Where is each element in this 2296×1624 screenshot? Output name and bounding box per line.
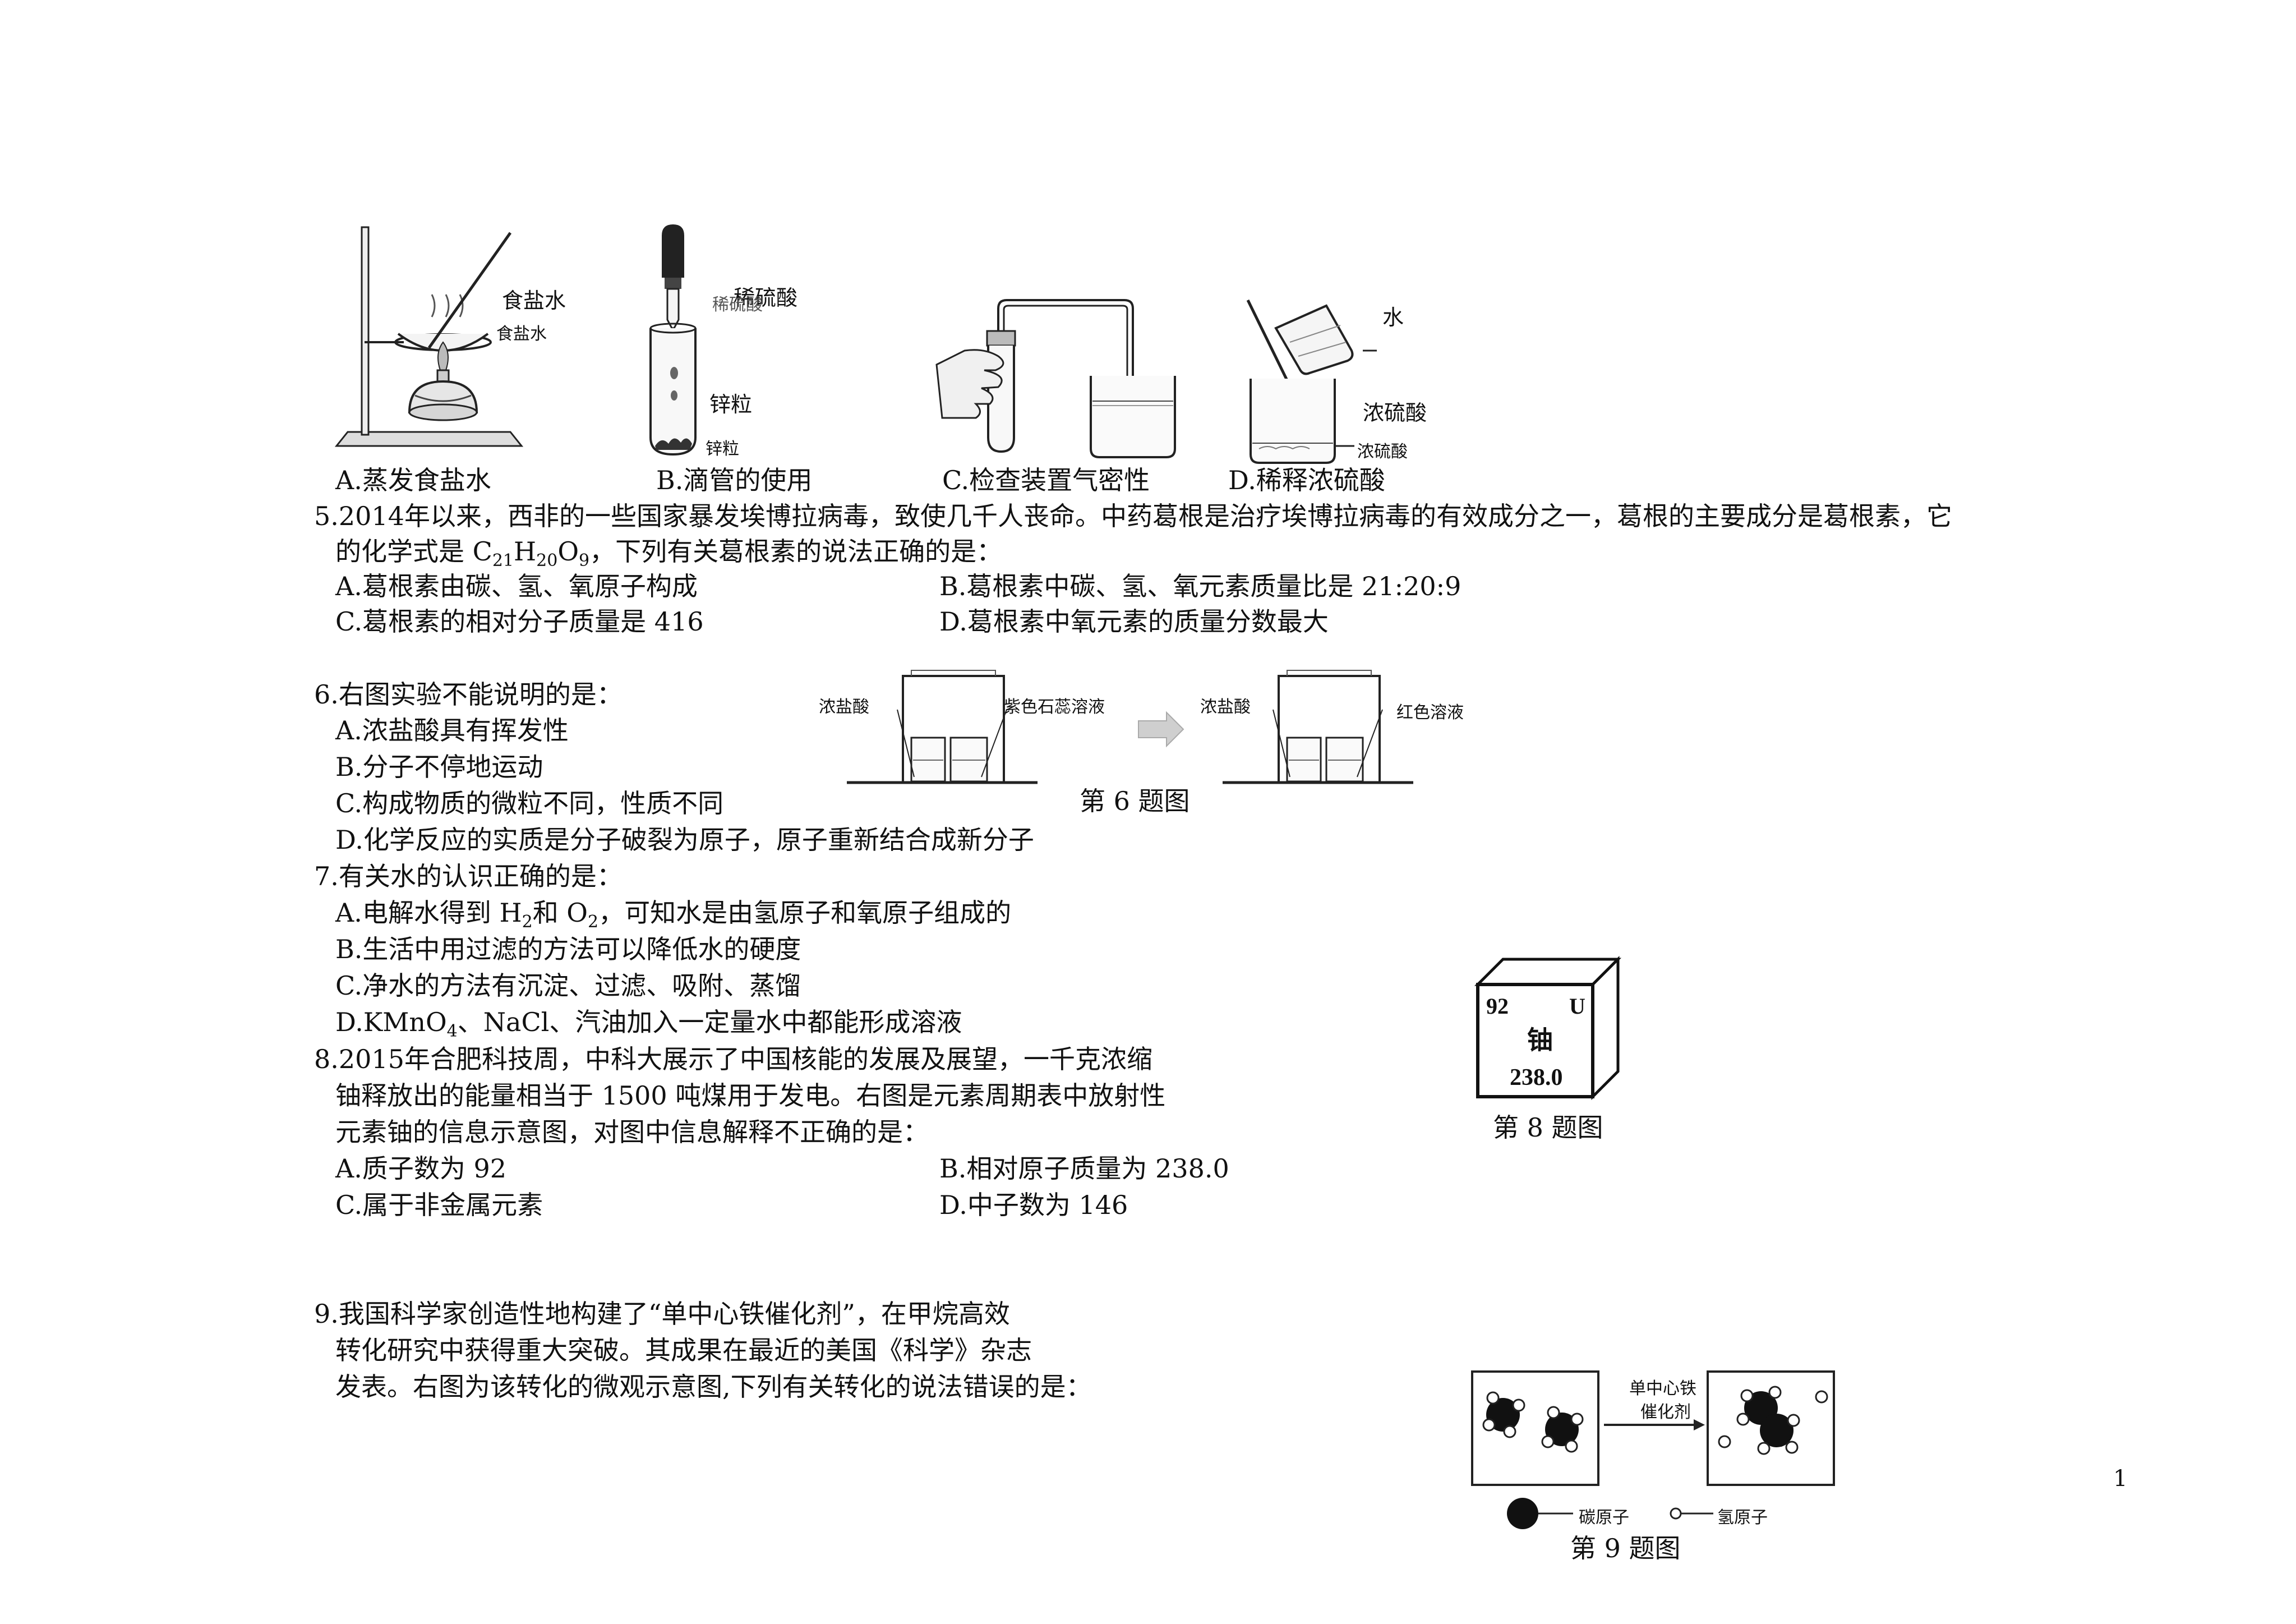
q9-legend-carbon: 碳原子 bbox=[1579, 1508, 1629, 1528]
apparatus-c-airtightness bbox=[935, 299, 1176, 458]
q9-stem-line3: 发表。右图为该转化的微观示意图,下列有关转化的说法错误的是： bbox=[335, 1372, 1092, 1402]
element-name: 铀 bbox=[1527, 1025, 1553, 1055]
q6-fig-left-solution: 紫色石蕊溶液 bbox=[1004, 697, 1105, 717]
q8-option-a: A.质子数为 92 bbox=[335, 1153, 506, 1184]
q6-stem: 6.右图实验不能说明的是： bbox=[314, 679, 623, 710]
q8-option-b: B.相对原子质量为 238.0 bbox=[939, 1153, 1229, 1184]
apparatus-b-label-2: 稀硫酸 bbox=[712, 295, 763, 315]
q6-fig-left-acid: 浓盐酸 bbox=[819, 697, 869, 717]
element-symbol: U bbox=[1569, 993, 1585, 1019]
q6-option-b: B.分子不停地运动 bbox=[335, 752, 543, 782]
q8-option-d: D.中子数为 146 bbox=[939, 1190, 1128, 1220]
q9-figure bbox=[1471, 1370, 1835, 1529]
apparatus-a-evaporation bbox=[334, 226, 524, 447]
q7-option-c: C.净水的方法有沉淀、过滤、吸附、蒸馏 bbox=[335, 970, 801, 1001]
caption-b: B.滴管的使用 bbox=[656, 465, 813, 495]
apparatus-d-label-2: 浓硫酸 bbox=[1363, 401, 1427, 425]
caption-d: D.稀释浓硫酸 bbox=[1228, 465, 1385, 495]
apparatus-d-label-1: 水 bbox=[1382, 305, 1404, 330]
q7-option-a: A.电解水得到 H2和 O2，可知水是由氢原子和氧原子组成的 bbox=[335, 898, 1012, 932]
q6-option-c: C.构成物质的微粒不同，性质不同 bbox=[335, 788, 724, 818]
apparatus-b-dropper bbox=[649, 224, 697, 456]
q6-option-a: A.浓盐酸具有挥发性 bbox=[335, 715, 569, 746]
apparatus-d-label-3: 浓硫酸 bbox=[1357, 442, 1408, 462]
q9-figure-caption: 第 9 题图 bbox=[1570, 1533, 1681, 1563]
q8-stem-line1: 8.2015年合肥科技周，中科大展示了中国核能的发展及展望，一千克浓缩 bbox=[314, 1044, 1152, 1074]
page-number: 1 bbox=[2113, 1466, 2128, 1492]
q8-option-c: C.属于非金属元素 bbox=[335, 1190, 543, 1220]
q8-figure-caption: 第 8 题图 bbox=[1493, 1112, 1603, 1143]
q5-stem-line1: 5.2014年以来，西非的一些国家暴发埃博拉病毒，致使几千人丧命。中药葛根是治疗… bbox=[314, 501, 1952, 531]
apparatus-b-label-1: 稀硫酸 bbox=[734, 286, 798, 310]
q5-option-c: C.葛根素的相对分子质量是 416 bbox=[335, 606, 704, 637]
q7-option-d: D.KMnO4、NaCl、汽油加入一定量水中都能形成溶液 bbox=[335, 1007, 962, 1041]
q5-option-a: A.葛根素由碳、氢、氧原子构成 bbox=[335, 571, 698, 601]
q6-figure-caption: 第 6 题图 bbox=[1080, 786, 1190, 816]
q9-stem-line2: 转化研究中获得重大突破。其成果在最近的美国《科学》杂志 bbox=[335, 1335, 1032, 1365]
q6-fig-right-acid: 浓盐酸 bbox=[1200, 697, 1251, 717]
uranium-element-tile bbox=[1474, 955, 1622, 1101]
q5-option-b: B.葛根素中碳、氢、氧元素质量比是 21:20:9 bbox=[939, 571, 1461, 601]
element-atomic-mass: 238.0 bbox=[1510, 1065, 1563, 1091]
q6-fig-right-solution: 红色溶液 bbox=[1396, 703, 1464, 723]
apparatus-b-label-3: 锌粒 bbox=[709, 392, 753, 417]
q9-catalyst-label-1: 单中心铁 bbox=[1629, 1379, 1696, 1398]
caption-c: C.检查装置气密性 bbox=[942, 465, 1150, 495]
apparatus-b-label-4: 锌粒 bbox=[706, 439, 739, 459]
q8-stem-line3: 元素铀的信息示意图，对图中信息解释不正确的是： bbox=[335, 1117, 929, 1147]
caption-a: A.蒸发食盐水 bbox=[335, 465, 491, 495]
q5-stem-line2: 的化学式是 C21H20O9，下列有关葛根素的说法正确的是： bbox=[335, 536, 1003, 571]
apparatus-a-label-2: 食盐水 bbox=[496, 324, 547, 344]
q9-legend-hydrogen: 氢原子 bbox=[1717, 1508, 1768, 1528]
q6-option-d: D.化学反应的实质是分子破裂为原子，原子重新结合成新分子 bbox=[335, 825, 1034, 855]
q8-stem-line2: 铀释放出的能量相当于 1500 吨煤用于发电。右图是元素周期表中放射性 bbox=[335, 1080, 1166, 1111]
apparatus-d-dilution bbox=[1246, 299, 1377, 464]
q7-option-b: B.生活中用过滤的方法可以降低水的硬度 bbox=[335, 934, 801, 964]
q9-stem-line1: 9.我国科学家创造性地构建了“单中心铁催化剂”，在甲烷高效 bbox=[314, 1299, 1010, 1329]
apparatus-a-label-1: 食盐水 bbox=[502, 288, 566, 313]
q6-figure bbox=[847, 670, 1413, 784]
q9-catalyst-label-2: 催化剂 bbox=[1640, 1402, 1691, 1422]
q5-option-d: D.葛根素中氧元素的质量分数最大 bbox=[939, 606, 1329, 637]
q7-stem: 7.有关水的认识正确的是： bbox=[314, 861, 623, 891]
element-atomic-number: 92 bbox=[1486, 993, 1509, 1019]
